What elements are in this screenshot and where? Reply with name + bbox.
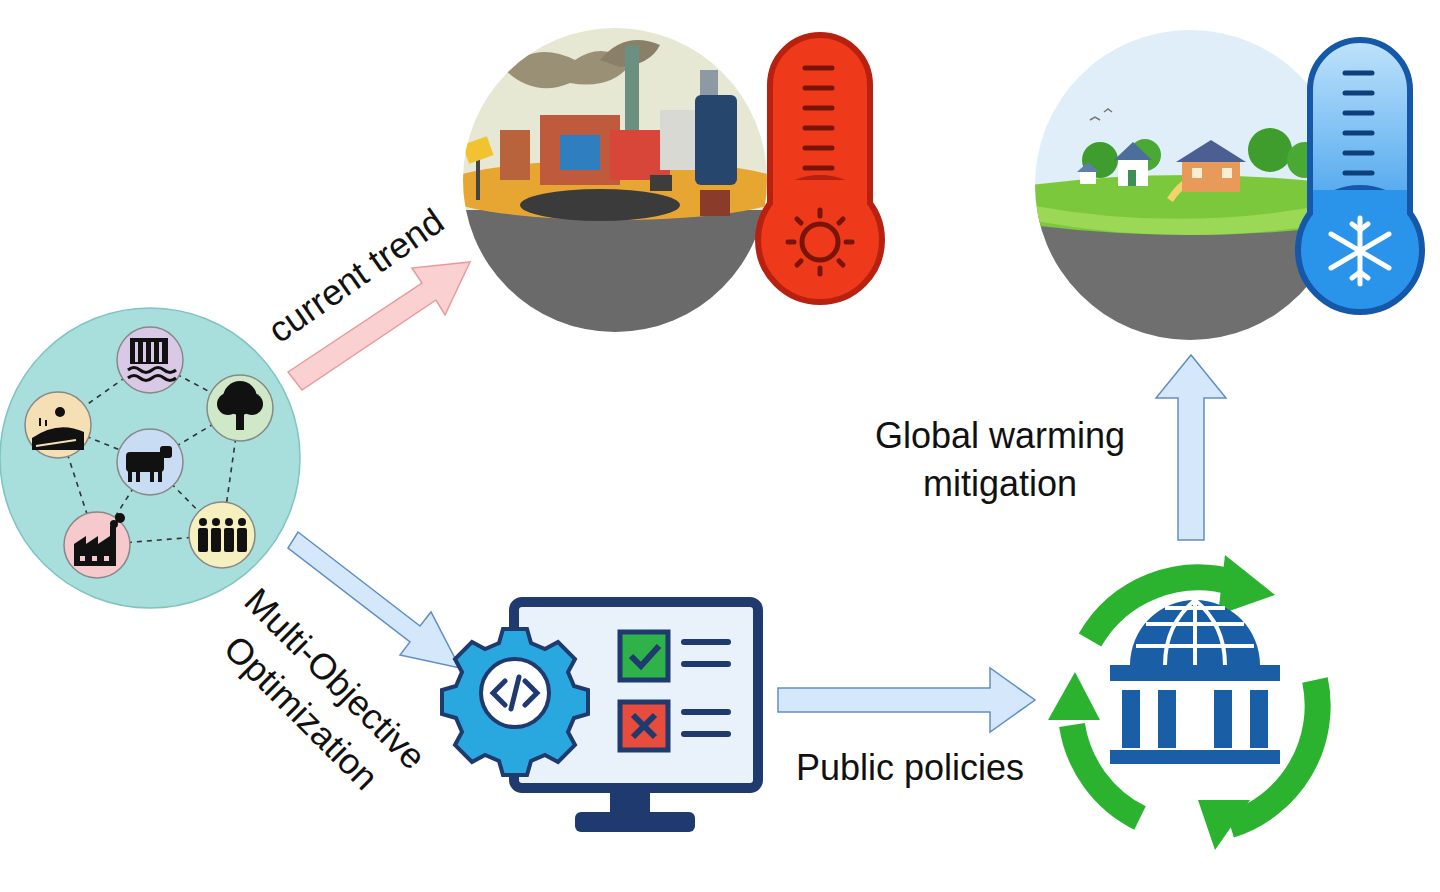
arrow-label: Public policies — [796, 744, 1024, 792]
computer-icon — [442, 602, 758, 832]
arrow-label: Multi-Objective Optimization — [185, 563, 451, 829]
factor-cluster — [0, 308, 300, 608]
policy-institution — [1048, 555, 1318, 850]
cold-thermometer — [1298, 40, 1422, 312]
polluted-scene — [435, 28, 795, 340]
green-scene — [1030, 30, 1350, 345]
hot-thermometer — [758, 35, 882, 302]
arrow-label: Global warming mitigation — [850, 412, 1150, 508]
